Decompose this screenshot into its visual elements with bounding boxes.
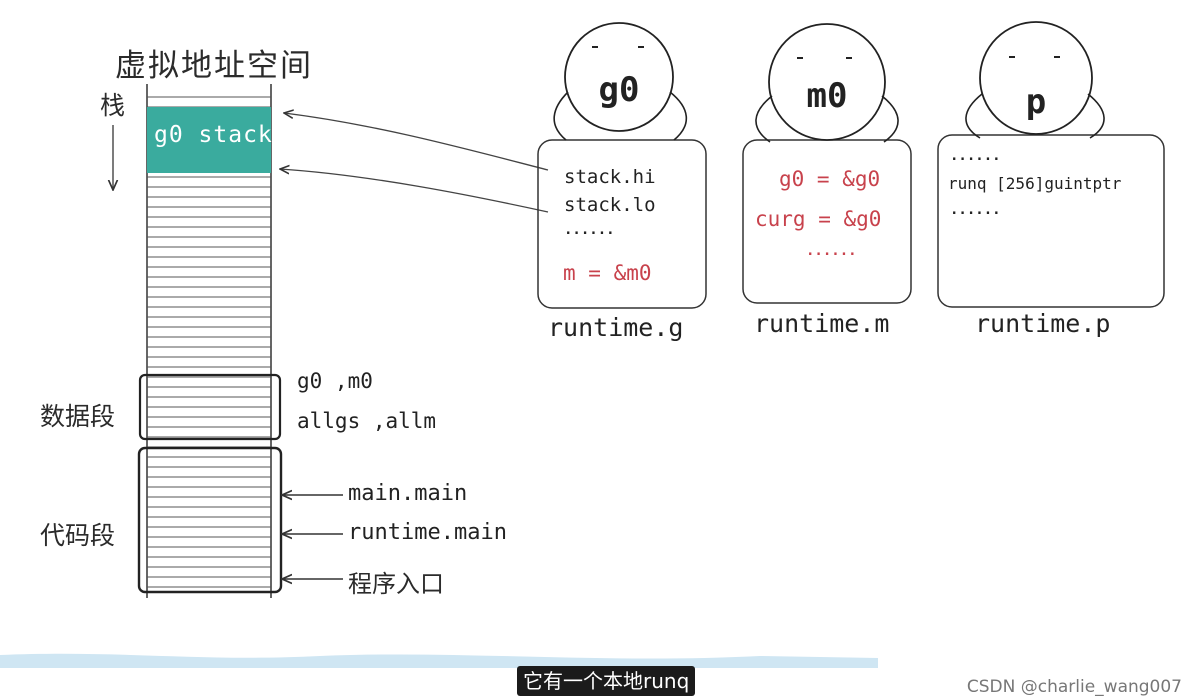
m-field-g0: g0 = &g0 bbox=[779, 167, 881, 191]
data-item-g0-m0: g0 ,m0 bbox=[297, 369, 373, 393]
p-field-ellipsis-1: ...... bbox=[950, 148, 1001, 164]
g-field-stack-lo: stack.lo bbox=[564, 194, 656, 216]
g0-stack-label: g0 stack bbox=[154, 122, 273, 148]
csdn-watermark: CSDN @charlie_wang007 bbox=[966, 677, 1182, 697]
g-field-m: m = &m0 bbox=[563, 261, 652, 285]
p-field-runq: runq [256]guintptr bbox=[948, 174, 1122, 193]
runtime-p-name: runtime.p bbox=[975, 309, 1111, 338]
m0-character bbox=[755, 23, 899, 143]
m0-ball-label: m0 bbox=[806, 76, 848, 116]
code-segment-label: 代码段 bbox=[40, 521, 116, 550]
m-field-curg: curg = &g0 bbox=[755, 207, 882, 231]
g0-character bbox=[553, 22, 688, 141]
runtime-p-box bbox=[937, 134, 1165, 308]
decorative-strip bbox=[0, 653, 878, 668]
runtime-g-box bbox=[537, 139, 707, 309]
code-item-runtime-main: runtime.main bbox=[348, 520, 507, 545]
g0-ball-label: g0 bbox=[598, 70, 640, 110]
video-subtitle: 它有一个本地runq bbox=[517, 666, 696, 696]
stack-hi-pointer bbox=[284, 113, 549, 171]
data-item-allgs-allm: allgs ,allm bbox=[297, 409, 437, 433]
data-segment-label: 数据段 bbox=[40, 402, 116, 431]
runtime-m-name: runtime.m bbox=[754, 309, 890, 338]
data-segment-box bbox=[138, 373, 282, 441]
page-title: 虚拟地址空间 bbox=[115, 48, 313, 84]
p-ball-label: p bbox=[1025, 82, 1047, 122]
code-item-entry: 程序入口 bbox=[348, 570, 444, 598]
g-field-ellipsis: ...... bbox=[564, 222, 615, 238]
stack-lo-pointer bbox=[280, 169, 549, 213]
runtime-g-name: runtime.g bbox=[548, 313, 684, 342]
code-item-main-main: main.main bbox=[348, 481, 468, 506]
p-character bbox=[965, 21, 1105, 139]
m-field-ellipsis: ...... bbox=[806, 243, 857, 259]
stack-label: 栈 bbox=[100, 91, 126, 120]
p-field-ellipsis-2: ...... bbox=[950, 202, 1001, 218]
g-field-stack-hi: stack.hi bbox=[564, 166, 656, 188]
g0-stack-block bbox=[147, 107, 271, 173]
code-segment-box bbox=[137, 446, 283, 594]
